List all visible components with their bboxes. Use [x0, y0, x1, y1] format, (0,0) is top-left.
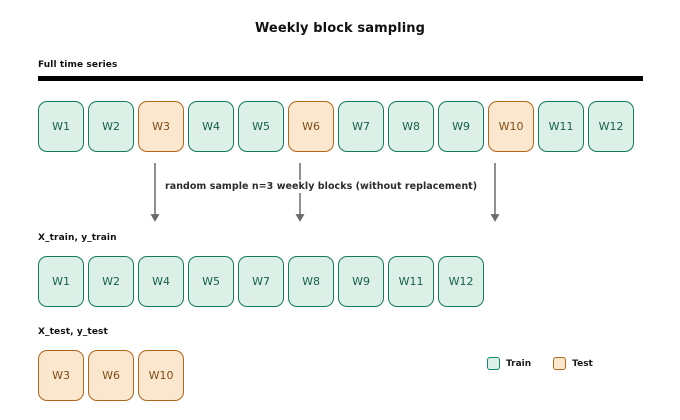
block-label: W1 — [52, 120, 70, 133]
full-series-block-w7: W7 — [338, 101, 384, 152]
legend-item-train: Train — [487, 357, 531, 370]
legend-item-test: Test — [553, 357, 593, 370]
block-label: W2 — [102, 275, 120, 288]
train-block-w5: W5 — [188, 256, 234, 307]
section-label-full-time-series: Full time series — [38, 60, 118, 70]
block-label: W9 — [452, 120, 470, 133]
block-label: W6 — [102, 369, 120, 382]
block-label: W11 — [398, 275, 424, 288]
block-label: W2 — [102, 120, 120, 133]
block-label: W8 — [402, 120, 420, 133]
legend-label: Train — [506, 358, 532, 369]
block-label: W10 — [148, 369, 174, 382]
full-series-block-w4: W4 — [188, 101, 234, 152]
block-label: W11 — [548, 120, 574, 133]
full-series-block-w5: W5 — [238, 101, 284, 152]
section-label-x-test-y-test: X_test, y_test — [38, 327, 108, 337]
block-label: W9 — [352, 275, 370, 288]
train-block-w8: W8 — [288, 256, 334, 307]
train-block-w11: W11 — [388, 256, 434, 307]
block-label: W12 — [448, 275, 474, 288]
legend: Train Test — [487, 357, 593, 370]
timeline-bar — [38, 76, 643, 81]
full-series-block-w3: W3 — [138, 101, 184, 152]
train-block-w9: W9 — [338, 256, 384, 307]
block-label: W5 — [252, 120, 270, 133]
block-label: W4 — [202, 120, 220, 133]
block-label: W8 — [302, 275, 320, 288]
train-block-w7: W7 — [238, 256, 284, 307]
block-label: W10 — [498, 120, 524, 133]
block-label: W12 — [598, 120, 624, 133]
block-label: W7 — [252, 275, 270, 288]
full-series-block-w1: W1 — [38, 101, 84, 152]
train-block-w4: W4 — [138, 256, 184, 307]
block-label: W3 — [52, 369, 70, 382]
full-series-block-w11: W11 — [538, 101, 584, 152]
sampling-annotation: random sample n=3 weekly blocks (without… — [163, 180, 480, 193]
train-block-w1: W1 — [38, 256, 84, 307]
train-block-w12: W12 — [438, 256, 484, 307]
full-series-block-w8: W8 — [388, 101, 434, 152]
legend-label: Test — [572, 358, 593, 369]
test-block-w10: W10 — [138, 350, 184, 401]
legend-swatch-test-icon — [553, 357, 567, 370]
full-series-block-w2: W2 — [88, 101, 134, 152]
test-block-w6: W6 — [88, 350, 134, 401]
full-series-block-w10: W10 — [488, 101, 534, 152]
block-label: W6 — [302, 120, 320, 133]
full-series-block-w12: W12 — [588, 101, 634, 152]
block-label: W3 — [152, 120, 170, 133]
full-series-block-row: W1 W2 W3 W4 W5 W6 W7 W8 W9 W10 W11 W12 — [38, 101, 634, 152]
full-series-block-w9: W9 — [438, 101, 484, 152]
train-block-row: W1 W2 W4 W5 W7 W8 W9 W11 W12 — [38, 256, 484, 307]
section-label-x-train-y-train: X_train, y_train — [38, 233, 117, 243]
block-label: W5 — [202, 275, 220, 288]
test-block-row: W3 W6 W10 — [38, 350, 184, 401]
full-series-block-w6: W6 — [288, 101, 334, 152]
block-label: W4 — [152, 275, 170, 288]
page-title: Weekly block sampling — [254, 21, 426, 36]
block-label: W1 — [52, 275, 70, 288]
block-label: W7 — [352, 120, 370, 133]
test-block-w3: W3 — [38, 350, 84, 401]
train-block-w2: W2 — [88, 256, 134, 307]
legend-swatch-train-icon — [487, 357, 500, 370]
